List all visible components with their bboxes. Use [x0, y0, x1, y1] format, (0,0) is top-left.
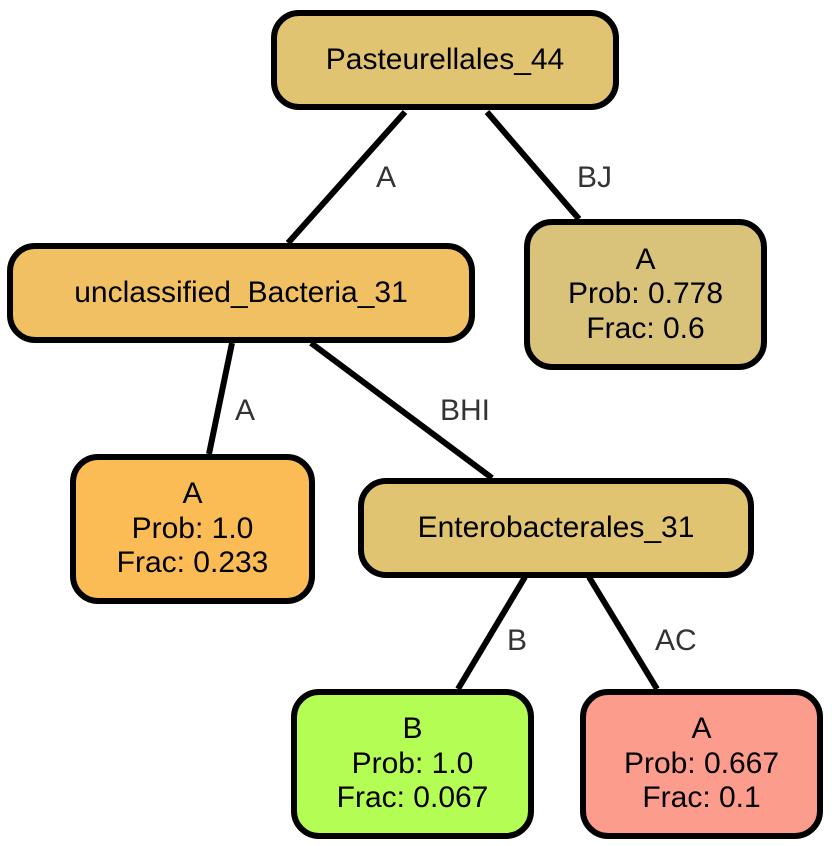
node-label: Enterobacterales_31 [417, 511, 695, 544]
node-pasteurellales: Pasteurellales_44 [271, 10, 619, 110]
leaf-class: B [402, 712, 423, 746]
edge-root-unclassified [285, 110, 408, 245]
edge-label-root-unclassified: A [376, 161, 397, 194]
edge-unclassified-entero [309, 340, 494, 481]
leaf-frac: Frac: 0.6 [586, 311, 705, 345]
edge-label-root-leaf-bj: BJ [577, 161, 613, 194]
leaf-class: A [635, 242, 656, 276]
node-unclassified-bacteria: unclassified_Bacteria_31 [7, 243, 475, 343]
leaf-frac: Frac: 0.1 [642, 781, 761, 815]
leaf-prob: Prob: 0.667 [623, 746, 780, 780]
leaf-prob: Prob: 0.778 [567, 277, 724, 311]
leaf-node-bj: A Prob: 0.778 Frac: 0.6 [524, 219, 767, 370]
leaf-frac: Frac: 0.233 [116, 546, 269, 580]
leaf-node-a: A Prob: 1.0 Frac: 0.233 [70, 454, 315, 604]
leaf-frac: Frac: 0.067 [336, 781, 489, 815]
edge-label-unclassified-leaf-a: A [235, 394, 256, 427]
leaf-class: A [182, 477, 203, 511]
node-label: Pasteurellales_44 [325, 43, 565, 76]
leaf-prob: Prob: 1.0 [131, 511, 254, 545]
edge-unclassified-leaf-a [206, 342, 235, 455]
node-label: unclassified_Bacteria_31 [74, 276, 408, 309]
edge-root-leaf-bj [484, 110, 582, 221]
node-enterobacterales: Enterobacterales_31 [358, 478, 754, 578]
edge-label-entero-leaf-b: B [507, 624, 528, 657]
edge-entero-leaf-ac [586, 575, 660, 691]
leaf-class: A [691, 712, 712, 746]
leaf-node-ac: A Prob: 0.667 Frac: 0.1 [580, 689, 823, 839]
edge-entero-leaf-b [455, 575, 528, 691]
leaf-prob: Prob: 1.0 [351, 746, 474, 780]
edge-label-unclassified-entero: BHI [440, 394, 491, 427]
leaf-node-b: B Prob: 1.0 Frac: 0.067 [291, 689, 534, 839]
edge-label-entero-leaf-ac: AC [655, 624, 697, 657]
